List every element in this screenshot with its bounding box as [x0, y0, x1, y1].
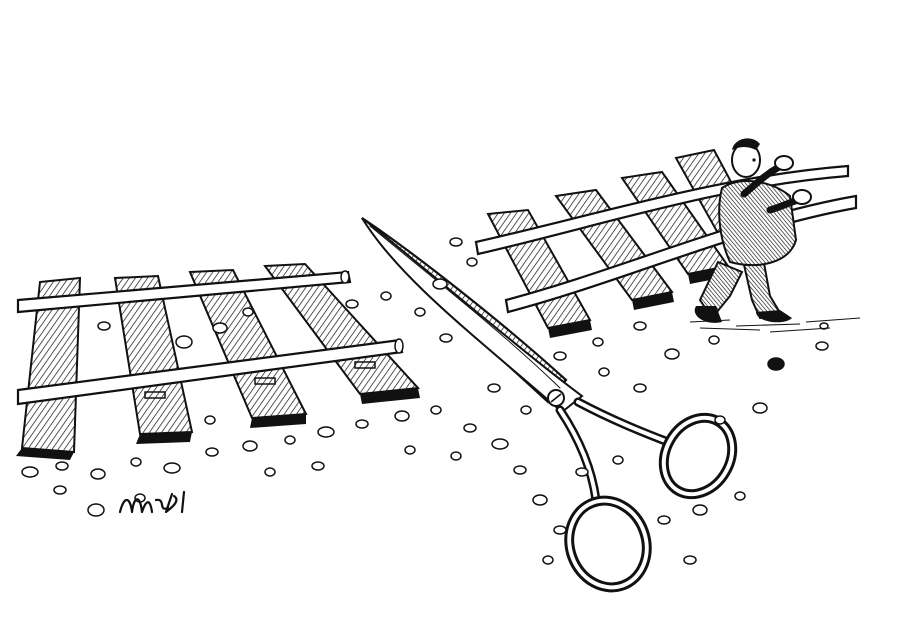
left-track-rails: [16, 270, 404, 406]
gravel-stones: [21, 237, 829, 565]
ground-shading: [689, 317, 861, 333]
right-railway-track: [474, 148, 858, 338]
left-track-sleepers: [16, 262, 421, 460]
left-railway-track: [16, 262, 421, 460]
scissor-blade: [361, 217, 584, 414]
artist-signature: [118, 490, 186, 514]
man-carrying-rails: [694, 138, 812, 323]
scissors: [361, 217, 738, 593]
scissor-handle-ring: [564, 495, 652, 593]
sleeper: [188, 268, 308, 428]
scissor-handle-ring: [658, 412, 738, 500]
